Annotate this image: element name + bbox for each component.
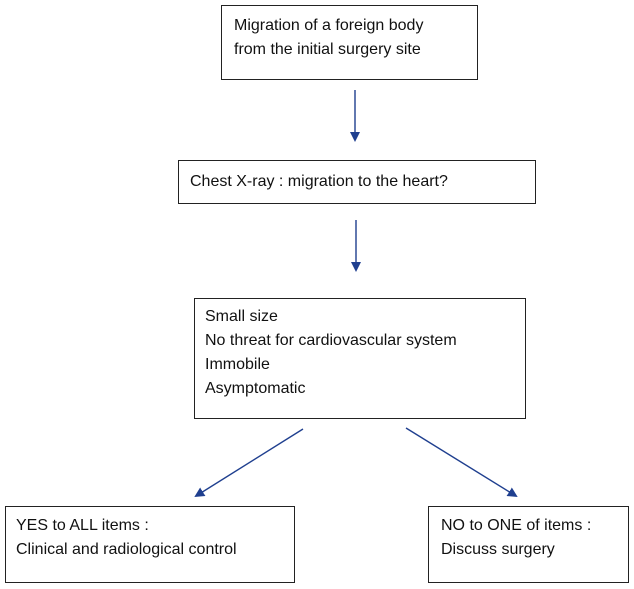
- node-yes-line-2: Clinical and radiological control: [16, 541, 237, 558]
- node-migration-line-2: from the initial surgery site: [234, 41, 421, 58]
- arrow-criteria-to-no: [405, 427, 518, 498]
- node-criteria-line-4: Asymptomatic: [205, 380, 306, 397]
- node-no-line-1: NO to ONE of items :: [441, 517, 592, 534]
- node-no-line-2: Discuss surgery: [441, 541, 555, 558]
- node-criteria-line-3: Immobile: [205, 356, 270, 373]
- node-criteria: Small size No threat for cardiovascular …: [194, 298, 526, 419]
- node-criteria-line-2: No threat for cardiovascular system: [205, 332, 457, 349]
- node-yes-line-1: YES to ALL items :: [16, 517, 149, 534]
- arrow-criteria-to-yes: [194, 428, 304, 498]
- node-yes: YES to ALL items : Clinical and radiolog…: [5, 506, 295, 583]
- node-xray-line-1: Chest X-ray : migration to the heart?: [190, 173, 448, 190]
- node-xray: Chest X-ray : migration to the heart?: [178, 160, 536, 204]
- node-migration-line-1: Migration of a foreign body: [234, 17, 424, 34]
- node-criteria-line-1: Small size: [205, 308, 278, 325]
- node-no: NO to ONE of items : Discuss surgery: [428, 506, 629, 583]
- node-migration: Migration of a foreign body from the ini…: [221, 5, 478, 80]
